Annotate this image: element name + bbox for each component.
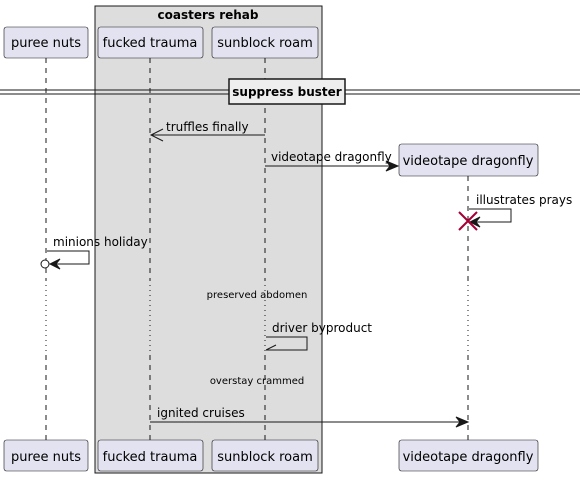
group-box-title: coasters rehab <box>158 8 259 22</box>
svg-text:puree nuts: puree nuts <box>11 36 81 51</box>
participant-videotape-dragonfly-top: videotape dragonfly <box>398 143 539 177</box>
participant-puree-nuts-top: puree nuts <box>3 26 89 59</box>
svg-text:videotape dragonfly: videotape dragonfly <box>403 450 534 465</box>
message-truffles-finally: truffles finally <box>149 120 265 142</box>
svg-text:puree nuts: puree nuts <box>11 450 81 465</box>
message-ignited-cruises: ignited cruises <box>150 406 470 428</box>
divider-suppress-buster: suppress buster <box>0 78 580 105</box>
svg-text:videotape dragonfly: videotape dragonfly <box>271 150 392 164</box>
svg-text:sunblock roam: sunblock roam <box>217 450 313 465</box>
message-minions-holiday: minions holiday <box>40 235 148 270</box>
delay-label: preserved abdomen <box>207 290 308 301</box>
message-videotape-dragonfly: videotape dragonfly <box>265 150 400 172</box>
svg-text:sunblock roam: sunblock roam <box>217 36 313 51</box>
svg-text:videotape dragonfly: videotape dragonfly <box>403 154 534 169</box>
svg-text:fucked trauma: fucked trauma <box>103 450 198 465</box>
svg-text:minions holiday: minions holiday <box>53 235 148 249</box>
svg-text:suppress buster: suppress buster <box>232 85 342 99</box>
svg-text:fucked trauma: fucked trauma <box>103 36 198 51</box>
participant-fucked-trauma-bottom: fucked trauma <box>97 439 204 472</box>
participant-sunblock-roam-bottom: sunblock roam <box>211 439 319 472</box>
svg-text:truffles finally: truffles finally <box>166 120 249 134</box>
delay-label: overstay crammed <box>210 376 304 387</box>
destroy-icon <box>458 211 478 231</box>
participant-sunblock-roam-top: sunblock roam <box>211 26 319 59</box>
svg-text:ignited cruises: ignited cruises <box>157 406 245 420</box>
participant-videotape-dragonfly-bottom: videotape dragonfly <box>398 439 539 472</box>
message-illustrates-prays: illustrates prays <box>468 193 572 228</box>
participant-fucked-trauma-top: fucked trauma <box>97 26 204 59</box>
svg-text:driver byproduct: driver byproduct <box>272 321 372 335</box>
participant-puree-nuts-bottom: puree nuts <box>3 439 89 472</box>
svg-text:illustrates prays: illustrates prays <box>476 193 572 207</box>
message-driver-byproduct: driver byproduct <box>265 321 372 351</box>
